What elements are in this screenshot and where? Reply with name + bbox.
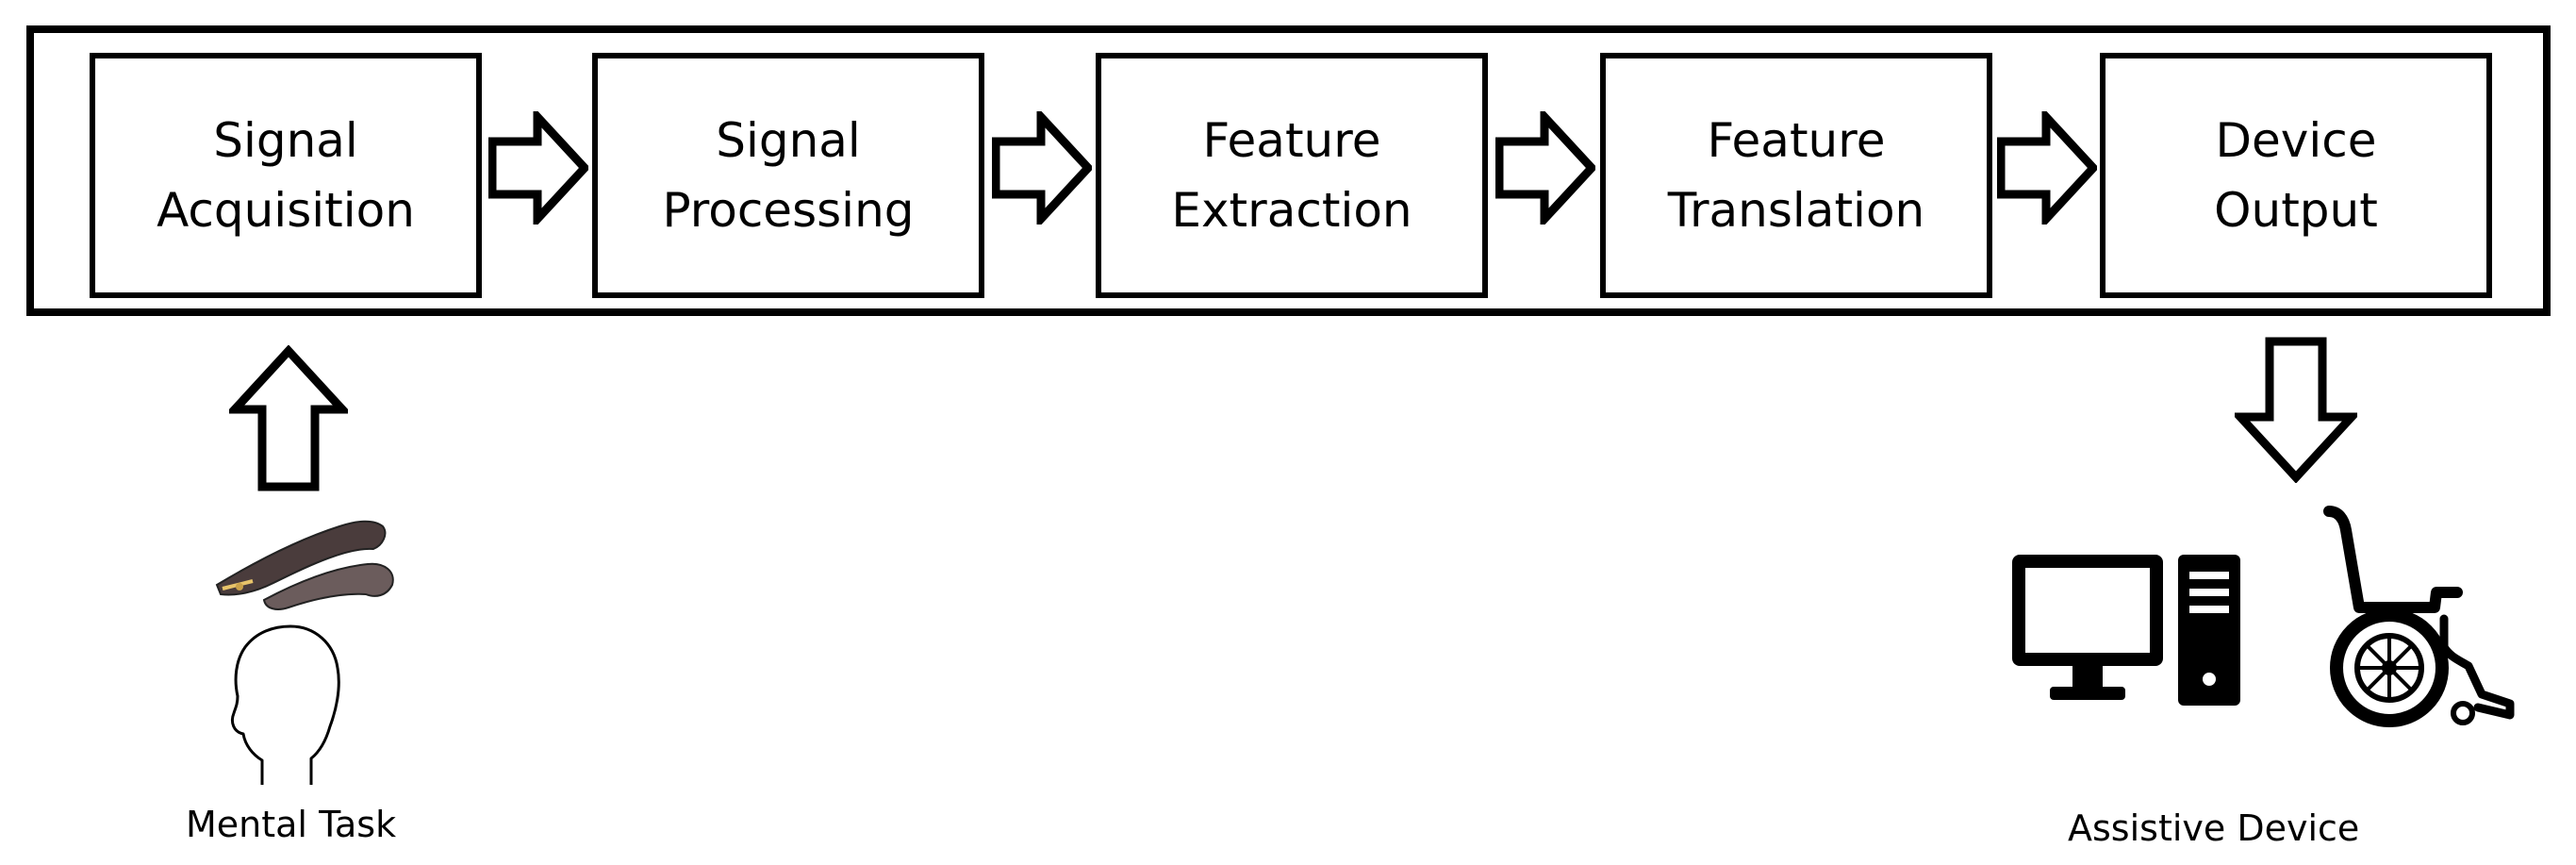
stage-label-line2: Translation — [1667, 183, 1925, 238]
stage-feature-translation: Feature Translation — [1600, 53, 1992, 298]
stage-signal-acquisition: Signal Acquisition — [90, 53, 482, 298]
stage-feature-extraction: Feature Extraction — [1096, 53, 1488, 298]
stage-label-line1: Feature — [1707, 113, 1886, 168]
stage-label-line1: Feature — [1202, 113, 1381, 168]
right-arrow-icon — [992, 111, 1092, 225]
stage-label-line1: Device — [2215, 113, 2377, 168]
eeg-headset-icon — [207, 509, 405, 623]
desktop-computer-icon — [2008, 551, 2244, 709]
down-arrow-icon — [2235, 336, 2357, 483]
stage-label-line1: Signal — [716, 113, 861, 168]
stage-device-output: Device Output — [2100, 53, 2492, 298]
stage-label-line2: Extraction — [1171, 183, 1412, 238]
right-arrow-icon — [1997, 111, 2097, 225]
wheelchair-icon — [2321, 506, 2519, 732]
stage-label-line2: Processing — [662, 183, 915, 238]
right-arrow-icon — [1495, 111, 1595, 225]
stage-label-line2: Acquisition — [157, 183, 415, 238]
up-arrow-icon — [229, 345, 348, 492]
input-caption: Mental Task — [186, 804, 397, 845]
stage-signal-processing: Signal Processing — [592, 53, 984, 298]
stage-label-line2: Output — [2214, 183, 2378, 238]
head-silhouette-icon — [224, 623, 347, 788]
stage-label-line1: Signal — [213, 113, 358, 168]
right-arrow-icon — [488, 111, 588, 225]
output-caption: Assistive Device — [2068, 807, 2360, 849]
